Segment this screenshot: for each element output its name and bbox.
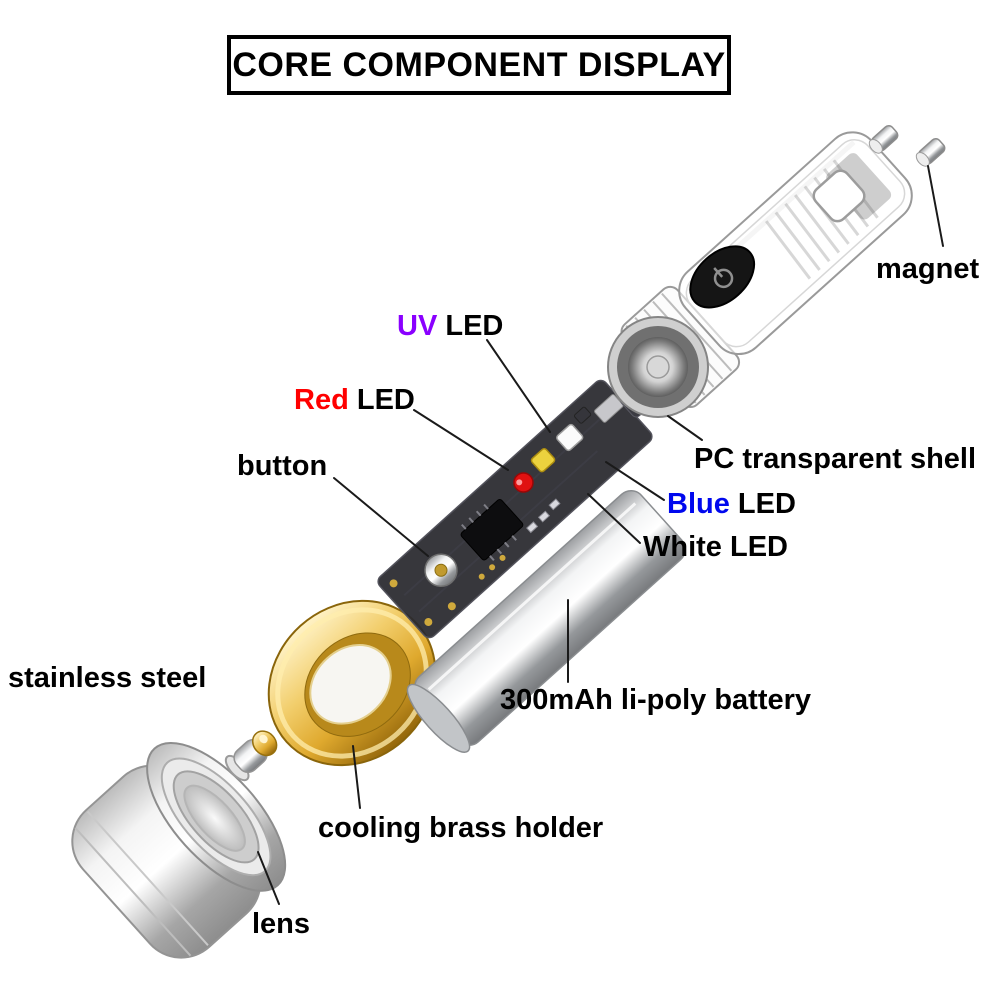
label-uv-led-word: UV (397, 310, 438, 342)
label-battery: 300mAh li-poly battery (500, 684, 811, 717)
magnet-callout-line (927, 165, 944, 247)
label-magnet-text: magnet (876, 253, 980, 285)
callout-lines (257, 165, 944, 905)
label-button-text: button (237, 450, 328, 482)
shell-button-graphic (689, 245, 756, 309)
label-stainless-steel: stainless steel (8, 662, 206, 695)
gold-pad (447, 602, 456, 611)
passive-component (537, 510, 551, 523)
uv-led-graphic (574, 406, 592, 424)
title-box: CORE COMPONENT DISPLAY (227, 35, 731, 95)
passive-component (526, 521, 539, 534)
label-uv-led: UV LED (397, 310, 503, 343)
label-battery-text: 300mAh li-poly battery (500, 684, 812, 716)
label-brass-holder-text: cooling brass holder (318, 812, 604, 844)
magnet-graphic (868, 124, 899, 154)
label-uv-led-rest: LED (437, 310, 504, 342)
magnet-graphic (915, 137, 946, 167)
reflector-graphic (607, 316, 709, 418)
label-magnet: magnet (876, 253, 979, 286)
brass-holder-graphic (267, 599, 437, 767)
blue-led-callout-line (605, 461, 665, 501)
ic-chip-graphic (460, 499, 524, 561)
label-red-led-word: Red (294, 384, 349, 416)
lens-graphic (224, 730, 278, 782)
battery-graphic (406, 489, 686, 753)
stainless-bezel-graphic (71, 741, 287, 959)
label-red-led: Red LED (294, 384, 415, 417)
switch-button-graphic (424, 553, 458, 588)
label-stainless-steel-text: stainless steel (8, 662, 207, 694)
label-white-led: White LED (643, 531, 788, 564)
white-led-graphic (556, 423, 584, 452)
red-led-highlight (516, 479, 523, 486)
power-icon (713, 267, 734, 289)
blue-led-graphic (530, 448, 556, 473)
keychain-hole-graphic (812, 169, 866, 223)
gold-pad (424, 618, 433, 627)
page-title: CORE COMPONENT DISPLAY (232, 45, 726, 84)
label-blue-led-word: Blue (667, 488, 730, 520)
label-button: button (237, 450, 327, 483)
label-blue-led: Blue LED (667, 488, 796, 521)
gold-pad (499, 554, 506, 561)
red-led-graphic (513, 472, 534, 493)
connector-graphic (594, 394, 624, 423)
gold-pad (489, 564, 496, 571)
label-pc-shell-text: PC transparent shell (694, 443, 977, 475)
gold-pad (478, 573, 485, 580)
label-blue-led-rest: LED (729, 488, 796, 520)
brass-holder-callout-line (352, 745, 361, 809)
label-pc-shell: PC transparent shell (694, 443, 976, 476)
button-callout-line (333, 477, 429, 557)
red-led-callout-line (413, 409, 509, 471)
shell-callout-line (667, 415, 703, 441)
lens-callout-line (257, 851, 280, 905)
label-white-led-text: White LED (643, 531, 788, 563)
label-brass-holder: cooling brass holder (318, 812, 603, 845)
passive-component (548, 498, 561, 511)
uv-led-callout-line (486, 339, 551, 433)
gold-pad (389, 579, 398, 588)
label-lens-text: lens (252, 908, 311, 940)
white-led-callout-line (587, 493, 641, 544)
label-red-led-rest: LED (348, 384, 415, 416)
label-lens: lens (252, 908, 310, 941)
